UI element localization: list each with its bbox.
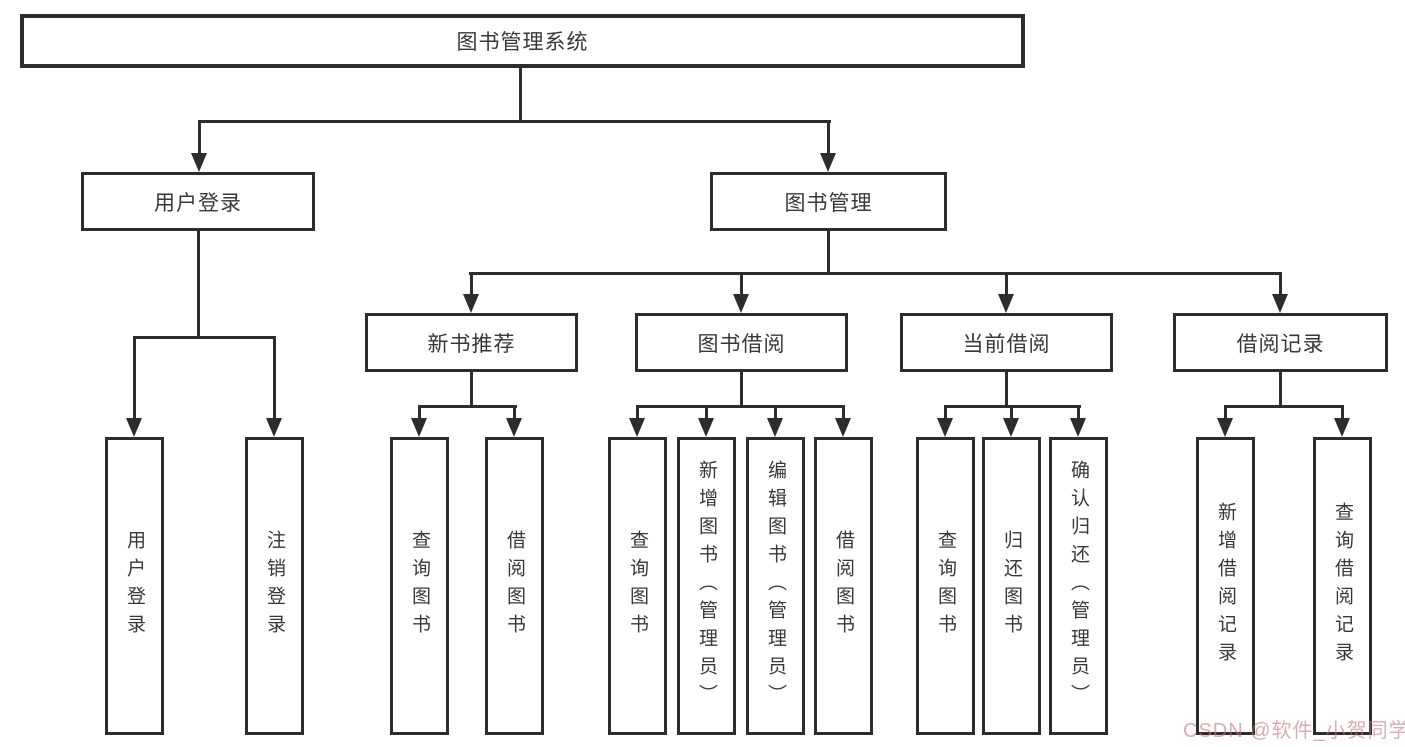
leaf-add-book-admin: 新增图书（管理员） (677, 437, 736, 735)
connector-line (740, 372, 743, 405)
connector-line (1010, 405, 1013, 420)
leaf-label: 借阅图书 (833, 530, 854, 642)
node-book-borrowing: 图书借阅 (635, 313, 848, 372)
leaf-query-books-3: 查询图书 (916, 437, 975, 735)
node-current-borrowing: 当前借阅 (900, 313, 1113, 372)
arrow-down-icon (629, 418, 645, 437)
node-new-book-recommendation: 新书推荐 (365, 313, 578, 372)
leaf-label: 用户登录 (124, 530, 145, 642)
leaf-label: 借阅图书 (504, 530, 525, 642)
node-user-login: 用户登录 (81, 172, 315, 231)
connector-line (197, 231, 200, 336)
arrow-down-icon (820, 153, 836, 172)
leaf-label: 查询借阅记录 (1332, 502, 1353, 670)
connector-line (418, 405, 421, 420)
leaf-query-books-2: 查询图书 (608, 437, 667, 735)
leaf-edit-book-admin: 编辑图书（管理员） (746, 437, 805, 735)
connector-line (513, 405, 516, 420)
arrow-down-icon (463, 294, 479, 313)
arrow-down-icon (767, 418, 783, 437)
node-borrowing-records: 借阅记录 (1173, 313, 1388, 372)
connector-line (469, 272, 1281, 275)
arrow-down-icon (266, 418, 282, 437)
connector-line (1224, 405, 1344, 408)
leaf-add-borrow-record: 新增借阅记录 (1196, 437, 1255, 735)
connector-line (1005, 372, 1008, 405)
connector-line (198, 120, 201, 155)
leaf-label: 注销登录 (264, 530, 285, 642)
arrow-down-icon (698, 418, 714, 437)
leaf-query-borrow-record: 查询借阅记录 (1313, 437, 1372, 735)
arrow-down-icon (1217, 418, 1233, 437)
connector-line (1077, 405, 1080, 420)
leaf-borrow-books-1: 借阅图书 (485, 437, 544, 735)
leaf-label: 新增图书（管理员） (696, 460, 717, 712)
arrow-down-icon (411, 418, 427, 437)
connector-line (636, 405, 845, 408)
leaf-label: 查询图书 (935, 530, 956, 642)
connector-line (470, 272, 473, 296)
arrow-down-icon (1334, 418, 1350, 437)
leaf-borrow-books-2: 借阅图书 (814, 437, 873, 735)
connector-line (1279, 372, 1282, 405)
leaf-label: 查询图书 (409, 530, 430, 642)
arrow-down-icon (937, 418, 953, 437)
csdn-watermark: CSDN @软件_小贺同学 (1183, 720, 1405, 742)
connector-line (198, 120, 831, 123)
arrow-down-icon (998, 294, 1014, 313)
arrow-down-icon (1003, 418, 1019, 437)
connector-line (1341, 405, 1344, 420)
leaf-label: 查询图书 (627, 530, 648, 642)
connector-line (705, 405, 708, 420)
connector-line (827, 231, 830, 272)
connector-line (470, 372, 473, 405)
arrow-down-icon (835, 418, 851, 437)
connector-line (1279, 272, 1282, 296)
connector-line (842, 405, 845, 420)
arrow-down-icon (191, 153, 207, 172)
connector-line (774, 405, 777, 420)
connector-line (740, 272, 743, 296)
arrow-down-icon (1272, 294, 1288, 313)
arrow-down-icon (506, 418, 522, 437)
connector-line (273, 336, 276, 420)
leaf-label: 新增借阅记录 (1215, 502, 1236, 670)
leaf-user-login: 用户登录 (105, 437, 164, 735)
arrow-down-icon (1070, 418, 1086, 437)
node-library-management-system: 图书管理系统 (20, 14, 1025, 68)
leaf-label: 归还图书 (1001, 530, 1022, 642)
leaf-return-books: 归还图书 (982, 437, 1041, 735)
connector-line (133, 336, 136, 420)
leaf-query-books-1: 查询图书 (390, 437, 449, 735)
connector-line (944, 405, 947, 420)
connector-line (519, 68, 522, 120)
connector-line (827, 120, 830, 155)
connector-line (1005, 272, 1008, 296)
connector-line (133, 336, 276, 339)
leaf-confirm-return-admin: 确认归还（管理员） (1049, 437, 1108, 735)
leaf-label: 确认归还（管理员） (1068, 460, 1089, 712)
connector-line (418, 405, 517, 408)
leaf-logout: 注销登录 (245, 437, 304, 735)
connector-line (1224, 405, 1227, 420)
arrow-down-icon (733, 294, 749, 313)
connector-line (636, 405, 639, 420)
leaf-label: 编辑图书（管理员） (765, 460, 786, 712)
arrow-down-icon (126, 418, 142, 437)
node-book-management: 图书管理 (710, 172, 947, 231)
